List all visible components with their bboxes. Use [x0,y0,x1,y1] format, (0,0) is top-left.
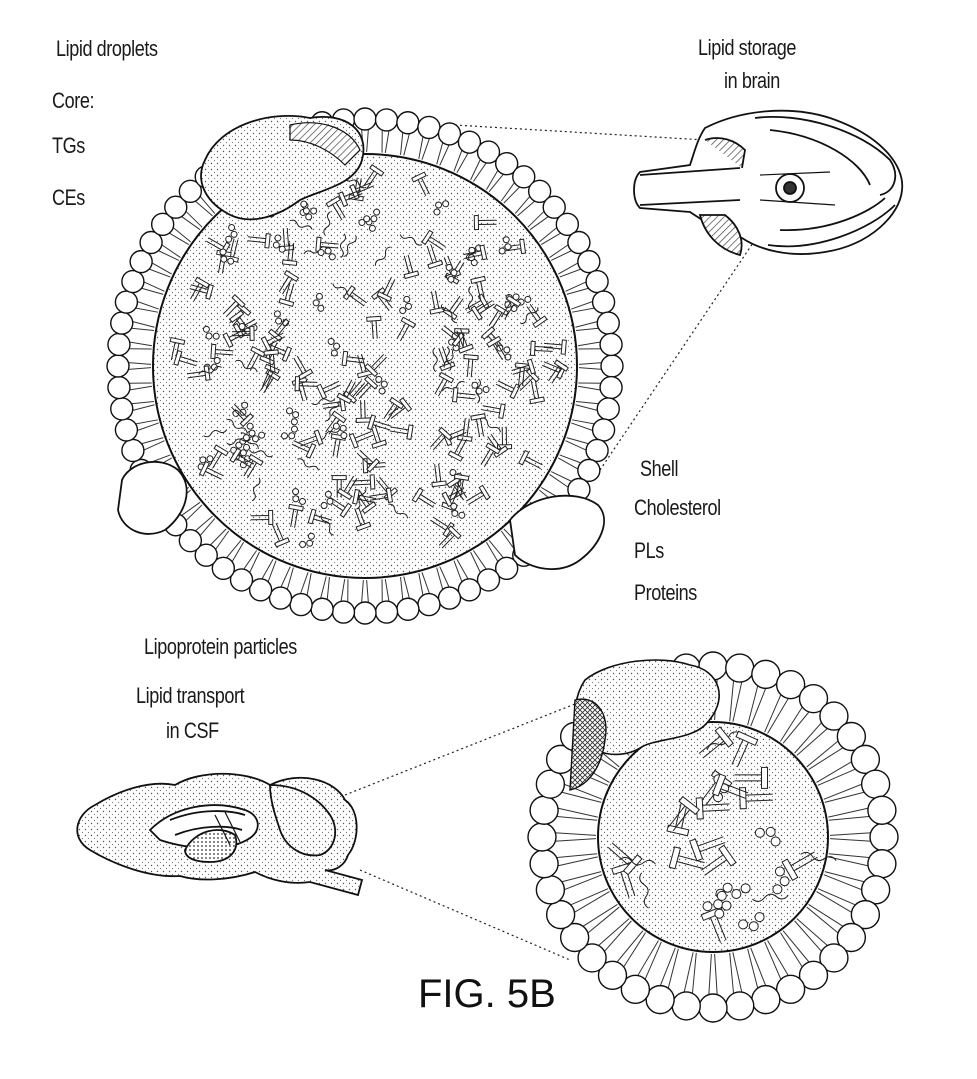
label-core: Core: [52,88,94,114]
lipoprotein-particle [528,652,898,1022]
label-lipoprotein-particles: Lipoprotein particles [144,634,297,660]
label-lipid-droplets: Lipid droplets [56,36,158,62]
label-ces: CEs [52,185,85,211]
brain-sagittal-view-icon [77,774,362,895]
label-lipid-storage: Lipid storage [698,35,796,61]
brain-top-view-icon [634,111,902,255]
label-lipid-transport: Lipid transport [136,683,244,709]
label-tgs: TGs [52,133,85,159]
label-in-csf: in CSF [166,718,219,744]
label-cholesterol: Cholesterol [634,495,721,521]
label-proteins: Proteins [634,580,697,606]
label-pls: PLs [634,538,664,564]
figure-label: FIG. 5B [418,972,556,1017]
label-in-brain: in brain [724,68,780,94]
lipid-droplet-large [107,108,623,624]
protein-blob [510,496,604,569]
label-shell: Shell [640,456,678,482]
